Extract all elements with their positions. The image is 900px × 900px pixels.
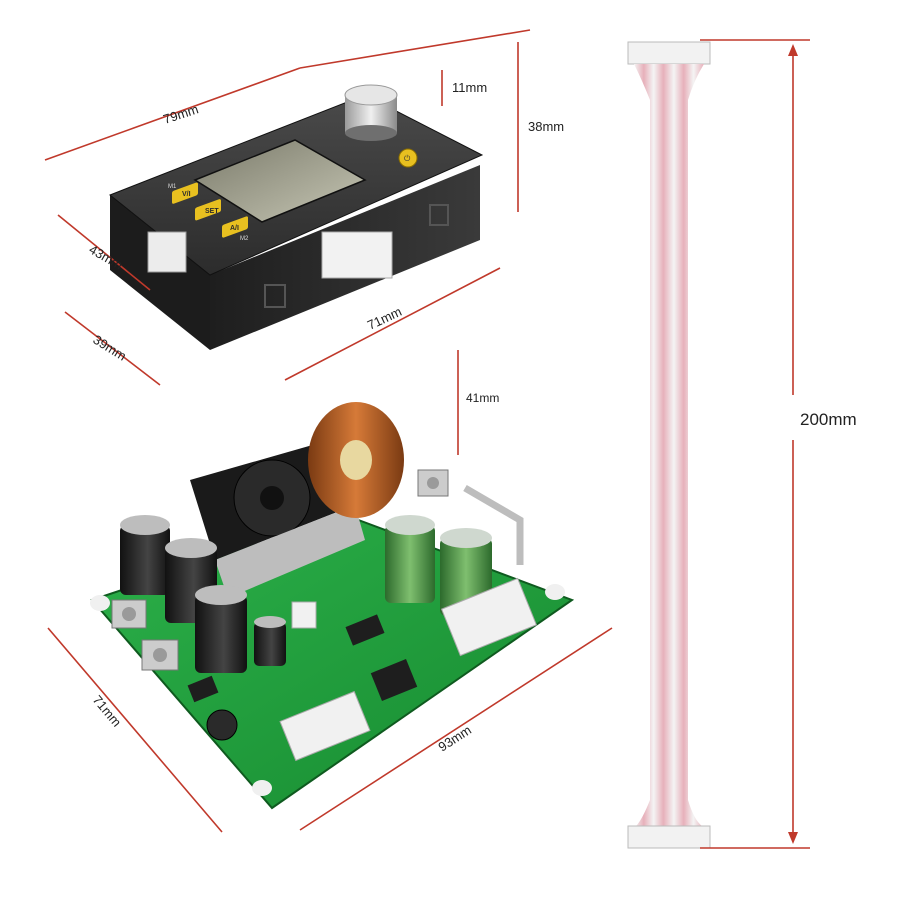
dim-line-71-board [47,627,223,833]
arrow-down-icon [788,832,798,844]
fan-connector [291,601,317,629]
heatsink [215,505,365,598]
capacitor-green [385,525,435,603]
ic-chip [345,614,385,646]
display-module: V/I SET A/I M1 M2 ⏻ [109,84,484,350]
toroid-core [340,440,372,480]
terminal-screw [122,607,136,621]
pcb-foot [252,780,272,796]
button-set[interactable] [195,199,221,221]
dim-line-79 [44,67,301,161]
ribbon-cable [627,41,711,849]
capacitor-top [165,538,217,558]
capacitor-top [385,515,435,535]
dim-line-79-ext [299,29,531,69]
dim-line-71-display [284,267,501,381]
dim-line-93 [299,627,613,831]
case-clip-right [429,204,449,226]
lcd-screen [193,139,367,223]
inductor-small [206,709,238,741]
board-connector-bottom [279,690,371,762]
dim-label-79: 79mm [161,101,200,126]
capacitor-black [195,595,247,673]
dim-line-43 [57,214,151,291]
capacitor-top [254,616,286,628]
board-connector-right [440,577,538,657]
m2-label: M2 [240,236,249,242]
button-vi[interactable] [172,182,198,204]
cable-dimensions: 200mm [700,39,857,849]
pcb-board [90,402,575,810]
capacitor-top [195,585,247,605]
fan-hub [260,486,284,510]
display-connector [321,231,393,279]
cable-wires [634,64,704,826]
capacitor-black [120,525,170,595]
shunt-resistor [463,484,524,565]
capacitor-small [254,622,286,666]
dim-label-200: 200mm [800,410,857,429]
power-icon: ⏻ [404,154,411,163]
pcb-foot [545,584,565,600]
pcb-foot [90,595,110,611]
cable-connector-top [627,41,711,65]
dim-label-38: 38mm [528,119,564,134]
terminal-screw [153,648,167,662]
capacitor-top [440,528,492,548]
power-button[interactable] [398,148,418,168]
ic-chip [370,658,418,702]
cable-connector-bottom [627,825,711,849]
dim-label-11: 11mm [452,80,487,95]
dim-line-39 [64,311,161,386]
terminal-screw [427,477,439,489]
display-side-connector [147,231,187,273]
capacitor-top [120,515,170,535]
dim-label-39: 39mm [90,332,129,364]
ic-chip [187,675,219,703]
m1-label: M1 [168,184,177,190]
button-ai-label: A/I [230,225,239,232]
rotary-knob[interactable] [344,84,398,141]
case-clip-left [264,284,286,308]
arrow-up-icon [788,44,798,56]
dim-label-93: 93mm [435,722,473,754]
dim-label-41: 41mm [466,391,499,405]
button-vi-label: V/I [182,191,191,198]
button-set-label: SET [205,208,219,215]
button-ai[interactable] [222,216,248,238]
